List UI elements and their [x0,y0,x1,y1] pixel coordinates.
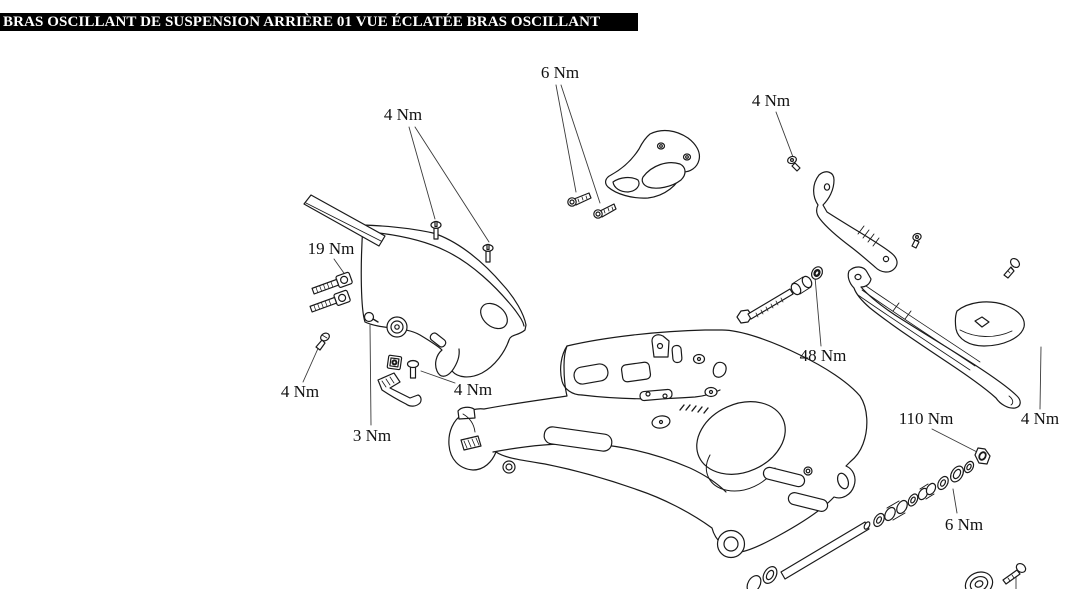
bushings-and-seals [873,460,975,528]
flange-screw-4nm [406,359,420,379]
torque-label-48nm: 48 Nm [799,346,847,365]
square-nut-plate [386,354,403,371]
torque-label-4nm-top-right: 4 Nm [751,91,791,110]
pivot-bolt-48nm [736,266,824,324]
torque-label-6nm-top: 6 Nm [540,63,580,82]
pivot-shaft [746,521,871,589]
screw [911,232,922,249]
page-title: BRAS OSCILLANT DE SUSPENSION ARRIÈRE 01 … [0,13,638,31]
socket-bolt-19nm [311,271,353,295]
screw [787,155,801,172]
swingarm-body [448,329,868,559]
chain-guide-bracket [377,372,422,407]
torque-leader-lines [302,84,1042,589]
pivot-nut-110nm [974,447,991,465]
disc-guard-bolt [567,192,592,207]
rear-disc-guard [605,129,701,199]
disc-guard-bolt [593,203,617,219]
chain-roller [964,571,994,589]
slider-pad [954,301,1025,347]
socket-bolt-19nm [309,289,351,313]
upper-chain-guide [813,171,898,273]
cover-screw [430,220,442,240]
torque-label-19nm: 19 Nm [307,239,355,258]
chain-slider-strip [303,194,386,247]
lower-chain-slider [847,266,1021,409]
torque-label-4nm-right: 4 Nm [1020,409,1060,428]
roller-bolt [1002,562,1027,585]
torque-label-6nm-bottom: 6 Nm [944,515,984,534]
torque-label-4nm-left: 4 Nm [280,382,320,401]
cover-screw [482,243,494,263]
ball-pin-3nm [363,311,379,323]
torque-label-4nm-top-left: 4 Nm [383,105,423,124]
torque-label-110nm: 110 Nm [898,409,954,428]
swingarm-cover [360,224,527,378]
torque-label-4nm-center: 4 Nm [453,380,493,399]
screw-4nm-left [315,332,330,351]
torque-label-3nm: 3 Nm [352,426,392,445]
screw [1003,257,1021,279]
